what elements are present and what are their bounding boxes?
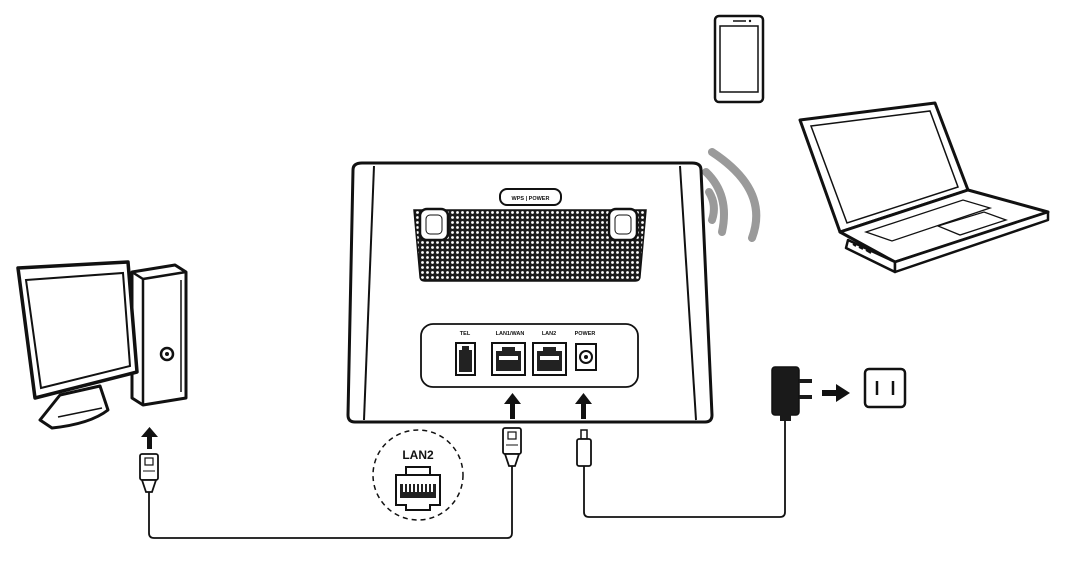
ethernet-cable xyxy=(148,465,513,539)
wall-outlet xyxy=(863,367,907,409)
port-label-tel: TEL xyxy=(460,331,471,337)
tel-port xyxy=(455,342,476,376)
arrow-up-icon xyxy=(141,427,158,449)
router-buttons-label: WPS | POWER xyxy=(512,196,550,202)
callout-label: LAN2 xyxy=(402,448,434,462)
lan2-callout: LAN2 xyxy=(372,429,464,521)
power-port xyxy=(575,343,597,371)
desktop-computer xyxy=(16,260,188,430)
rj45-plug-icon xyxy=(139,453,159,493)
lan2-port xyxy=(532,342,567,376)
port-panel: TEL LAN1/WAN LAN2 POWER xyxy=(420,323,639,388)
arrow-right-icon xyxy=(822,384,850,402)
laptop xyxy=(798,101,1050,274)
power-adapter xyxy=(771,366,812,421)
router-buttons: WPS | POWER xyxy=(499,188,562,206)
lan2-port-enlarged xyxy=(395,466,441,511)
speaker-grill xyxy=(413,209,647,282)
lan1-wan-port xyxy=(491,342,526,376)
pc-tower xyxy=(130,263,188,407)
port-label-power: POWER xyxy=(575,331,596,337)
port-label-lan1-wan: LAN1/WAN xyxy=(496,331,525,337)
rj45-plug-icon xyxy=(502,427,522,467)
router: WPS | POWER TEL LAN1/WAN LAN2 POWER xyxy=(346,161,714,424)
pc-monitor xyxy=(16,260,139,430)
power-cable xyxy=(583,420,786,518)
smartphone xyxy=(713,14,765,104)
wifi-signal-icon xyxy=(702,148,761,242)
port-label-lan2: LAN2 xyxy=(542,331,556,337)
arrow-up-icon xyxy=(575,393,592,419)
arrow-up-icon xyxy=(504,393,521,419)
dc-plug-icon xyxy=(576,429,592,467)
